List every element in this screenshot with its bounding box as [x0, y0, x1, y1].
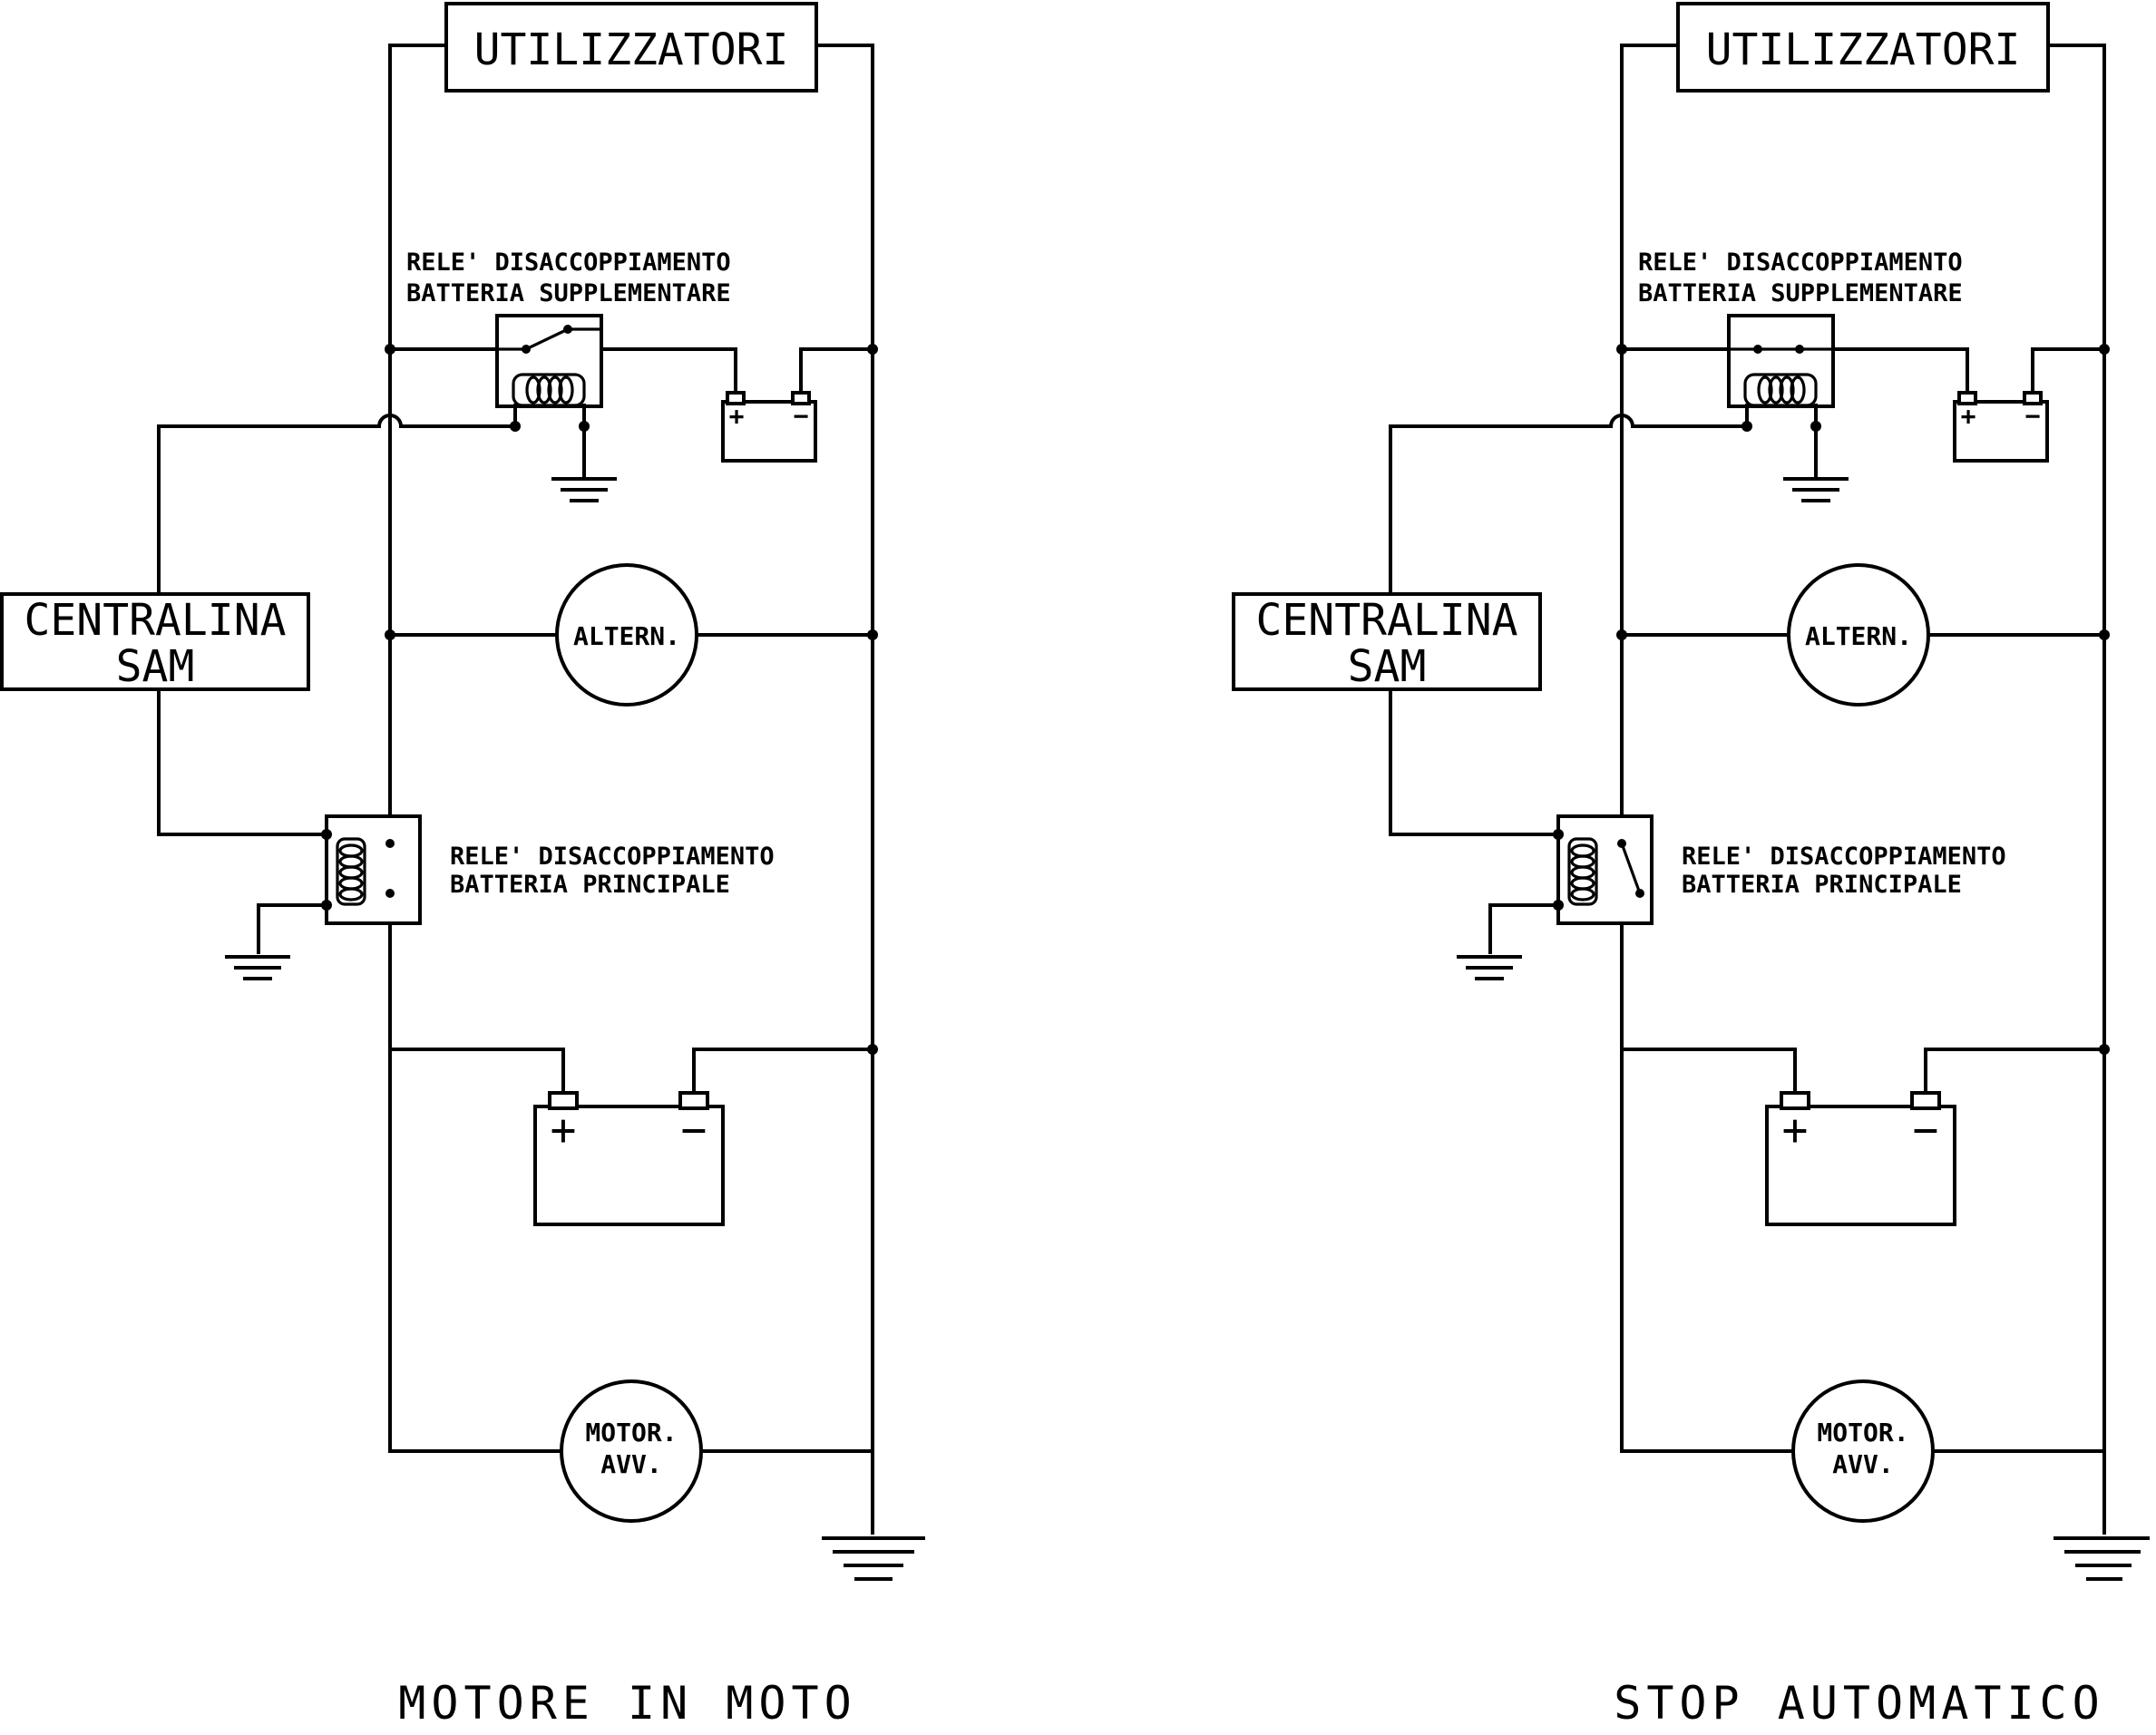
ground-icon: [1457, 955, 1522, 980]
alternator-label: ALTERN.: [573, 621, 680, 651]
battery-main-minus: −: [681, 1105, 707, 1155]
alternator-icon: [555, 563, 698, 707]
caption-right: STOP AUTOMATICO: [1614, 1677, 2105, 1730]
starter-motor-icon: [560, 1379, 703, 1523]
centralina-label-2: SAM: [1348, 641, 1427, 692]
battery-aux: + −: [1953, 391, 2049, 463]
alternator-label: ALTERN.: [1805, 621, 1912, 651]
relay-aux-label-2: BATTERIA SUPPLEMENTARE: [406, 279, 731, 307]
centralina-label-2: SAM: [116, 641, 195, 692]
battery-aux-minus: −: [794, 401, 809, 431]
centralina-box: [0, 592, 310, 691]
caption-left: MOTORE IN MOTO: [398, 1677, 856, 1730]
right-rail: [815, 44, 874, 1535]
relay-aux: [1727, 314, 1835, 408]
starter-label-2: AVV.: [600, 1449, 661, 1479]
right-rail: [2046, 44, 2106, 1535]
ground-icon: [1783, 477, 1849, 502]
battery-main-minus: −: [1913, 1105, 1939, 1155]
ground-icon: [822, 1536, 925, 1581]
panel-left: UTILIZZATORI RELE' DISACCOPPIAMENTO BATT…: [0, 2, 925, 1730]
relay-aux-label-2: BATTERIA SUPPLEMENTARE: [1638, 279, 1963, 307]
utilizzatori-label: UTILIZZATORI: [1706, 24, 2021, 75]
battery-main: + −: [1765, 1091, 1956, 1226]
battery-aux: + −: [721, 391, 817, 463]
relay-main-label-1: RELE' DISACCOPPIAMENTO: [1682, 843, 2006, 871]
battery-aux-plus: +: [729, 401, 745, 431]
centralina-label-1: CENTRALINA: [24, 595, 287, 646]
relay-aux: [495, 314, 603, 408]
ground-icon: [551, 477, 617, 502]
utilizzatori-box: [1676, 2, 2050, 93]
centralina-box: [1232, 592, 1542, 691]
ground-icon: [2054, 1536, 2150, 1581]
starter-motor-icon: [1791, 1379, 1935, 1523]
utilizzatori-box: [444, 2, 818, 93]
ground-icon: [225, 955, 290, 980]
battery-aux-plus: +: [1961, 401, 1976, 431]
battery-main: + −: [533, 1091, 725, 1226]
battery-aux-minus: −: [2025, 401, 2041, 431]
battery-main-plus: +: [551, 1105, 577, 1155]
relay-aux-label-1: RELE' DISACCOPPIAMENTO: [406, 249, 731, 277]
alternator-icon: [1787, 563, 1930, 707]
relay-main-label-2: BATTERIA PRINCIPALE: [1682, 871, 1962, 899]
battery-main-plus: +: [1782, 1105, 1809, 1155]
relay-main-label-1: RELE' DISACCOPPIAMENTO: [450, 843, 775, 871]
starter-label-1: MOTOR.: [585, 1418, 677, 1447]
relay-main: [1556, 814, 1654, 925]
relay-main-label-2: BATTERIA PRINCIPALE: [450, 871, 730, 899]
starter-label-1: MOTOR.: [1817, 1418, 1908, 1447]
relay-main: [325, 814, 422, 925]
utilizzatori-label: UTILIZZATORI: [474, 24, 789, 75]
starter-label-2: AVV.: [1832, 1449, 1893, 1479]
relay-aux-label-1: RELE' DISACCOPPIAMENTO: [1638, 249, 1963, 277]
panel-right: UTILIZZATORI RELE' DISACCOPPIAMENTO BATT…: [1232, 2, 2150, 1730]
centralina-label-1: CENTRALINA: [1256, 595, 1518, 646]
